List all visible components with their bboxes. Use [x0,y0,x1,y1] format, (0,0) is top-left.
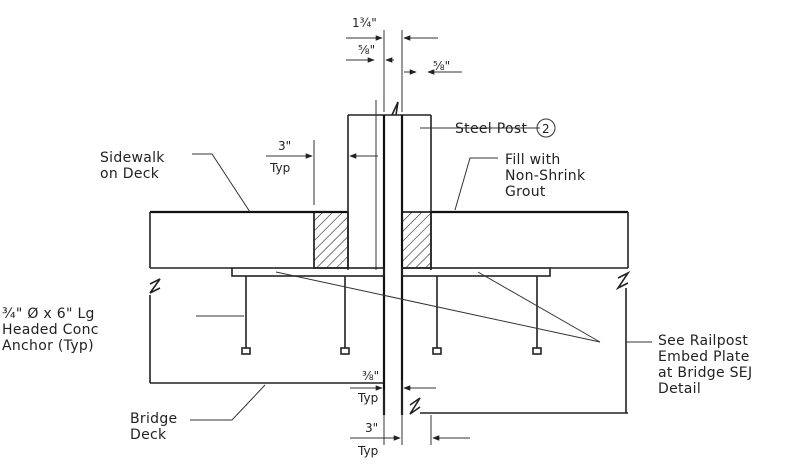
see-label-2: Embed Plate [658,349,750,365]
see-label-1: See Railpost [658,333,748,349]
steel-post-ref-circle [536,118,556,138]
sidewalk-label-2: on Deck [100,166,160,182]
anchor-label-1: ¾" Ø x 6" Lg [2,306,95,322]
sidewalk-slab [149,210,629,269]
break-lines [149,270,631,415]
fill-label-1: Fill with [505,152,561,168]
dim-bottom-typ: Typ [357,444,378,458]
dim-top-overall: 1¾" [352,16,377,30]
dim-plate-typ: Typ [357,391,378,405]
fill-label-3: Grout [505,184,546,200]
grout-right [401,211,432,269]
embed-plate [231,267,551,277]
anchor-label-2: Headed Conc [2,322,99,338]
dim-left-gap: ⅝" [358,43,375,57]
dim-grout-width: 3" [278,139,291,153]
fill-label-2: Non-Shrink [505,168,586,184]
leader-lines [190,127,601,421]
dim-plate-gap: ⅜" [362,369,379,383]
grout-left [313,211,349,269]
steel-post-ref: 2 [542,122,550,136]
grout-dimension [266,140,378,205]
see-label-3: at Bridge SEJ [658,365,752,381]
see-label-4: Detail [658,381,701,397]
dim-bottom-width: 3" [365,421,378,435]
bottom-dimensions [350,380,470,445]
dim-right-gap: ⅝" [433,59,450,73]
headed-anchors [241,276,542,355]
bridge-label-2: Deck [130,427,167,443]
bridge-deck [149,288,628,414]
dim-grout-typ: Typ [269,161,290,175]
steel-post-label: Steel Post [455,121,527,137]
sidewalk-label-1: Sidewalk [100,150,165,166]
anchor-label-3: Anchor (Typ) [2,338,94,354]
bridge-label-1: Bridge [130,411,177,427]
top-dimensions [346,30,462,112]
steel-post [347,100,432,415]
